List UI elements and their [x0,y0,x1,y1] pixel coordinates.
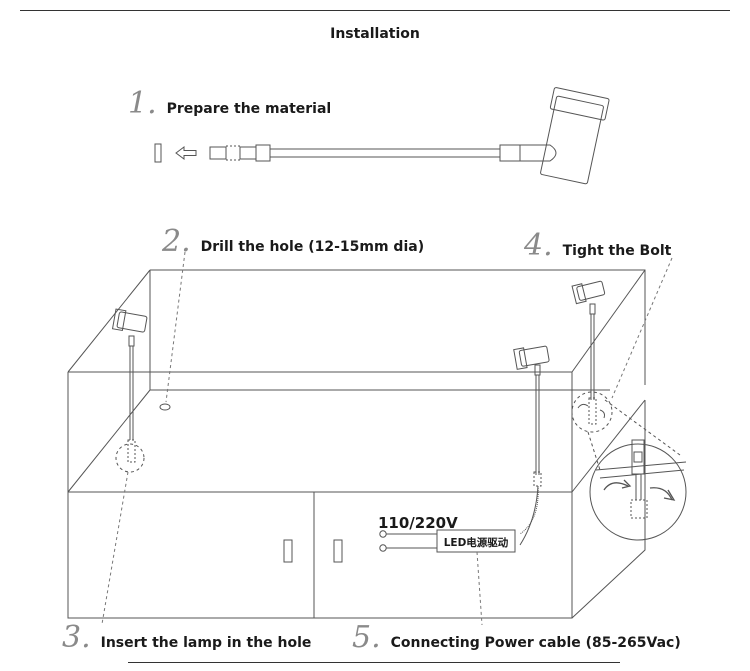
step-2-label: Drill the hole (12-15mm dia) [200,239,425,255]
lamp-parts-illustration [154,87,610,185]
led-driver [379,529,516,553]
lamp-pole [269,148,501,158]
step-4-label: Tight the Bolt [562,243,672,259]
lamp-collar [255,144,271,162]
step-5-label: Connecting Power cable (85-265Vac) [390,635,681,651]
door-handle-left [283,539,293,563]
voltage-label: 110/220V [378,514,458,532]
driver-label: LED电源驱动 [444,536,509,549]
step-3-number: 3. [62,620,91,655]
lamp-middle [513,345,550,546]
step-4-number: 4. [524,228,553,263]
lamp-joint [519,144,557,162]
top-rule [20,10,730,11]
lamp-left [111,308,148,473]
step-2-number: 2. [162,224,191,259]
page-title: Installation [330,26,420,42]
drilled-hole [159,403,171,411]
rotate-arrow-icon [577,403,589,409]
step5-leader [476,551,483,626]
tighten-arrow-icon [603,482,629,491]
step3-leader [101,471,129,625]
bolt-detail-magnifier [587,399,687,541]
step-5-number: 5. [352,620,381,655]
step2-leader [165,251,186,403]
cabinet [67,269,646,619]
lamp-base [209,146,227,160]
step-5: 5. Connecting Power cable (85-265Vac) [352,620,681,655]
step-1: 1. Prepare the material [128,86,331,121]
step-1-number: 1. [128,86,157,121]
terminal-1 [379,530,387,538]
step-3: 3. Insert the lamp in the hole [62,620,311,655]
door-handle-right [333,539,343,563]
step4-leader [611,257,673,399]
terminal-2 [379,544,387,552]
bottom-rule [128,662,620,663]
lamp-base-dashed [225,145,241,161]
left-arrow-icon [175,146,197,160]
driver-box [436,529,516,553]
step-1-label: Prepare the material [166,101,332,117]
lamp-right [571,280,613,433]
step-2: 2. Drill the hole (12-15mm dia) [162,224,424,259]
step-3-label: Insert the lamp in the hole [100,635,312,651]
step-4: 4. Tight the Bolt [524,228,671,263]
bolt-part [154,143,162,163]
lamp-head [540,87,610,185]
